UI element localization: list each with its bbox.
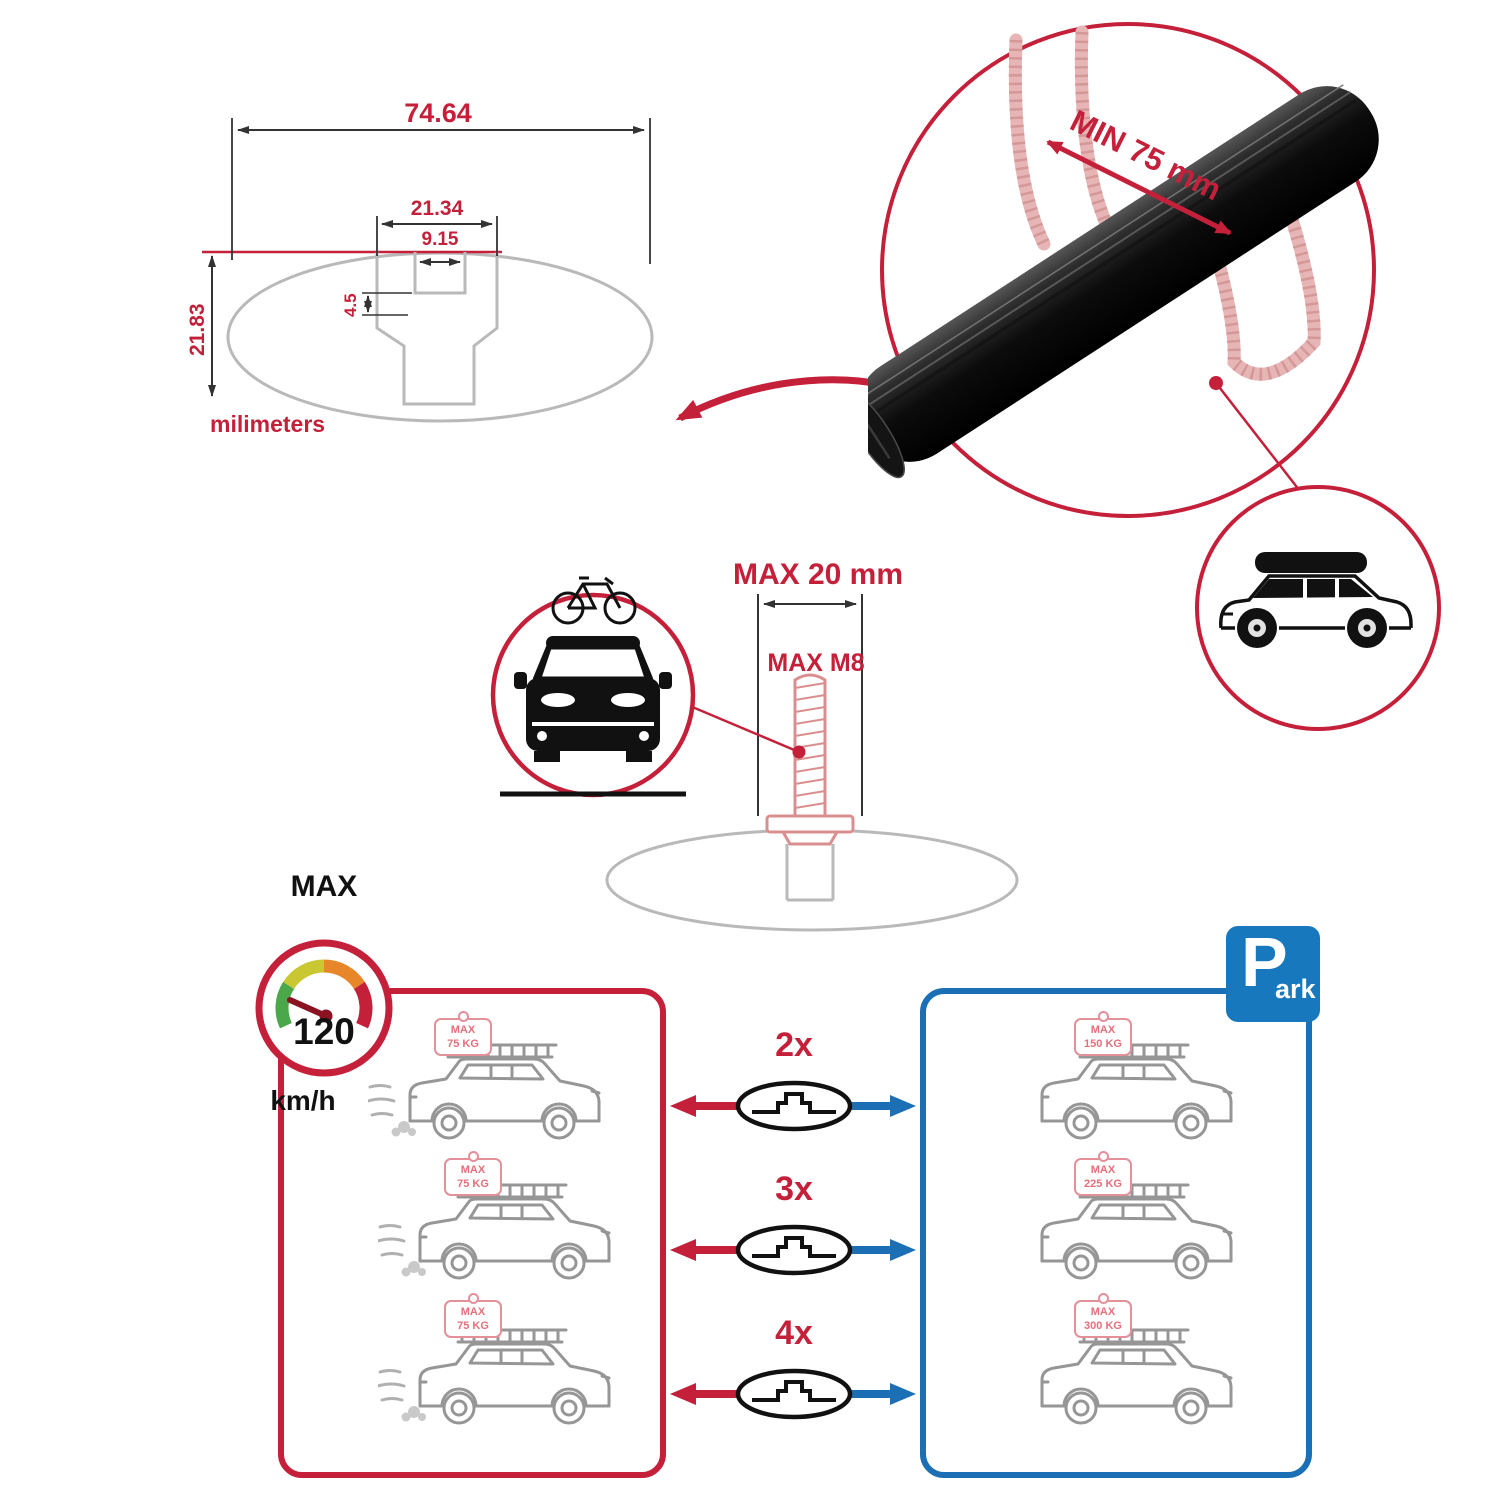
left-arrow-head xyxy=(670,1095,696,1117)
car-front-icon xyxy=(514,636,672,762)
car-moving-icon xyxy=(378,1328,611,1425)
speed-value: 120 xyxy=(293,1011,355,1052)
left-arrow-head xyxy=(670,1239,696,1261)
driving-car-row-1: MAX 75 KG xyxy=(368,1011,618,1146)
bolt-callout-line xyxy=(689,704,800,754)
roof-load-tag: MAX 225 KG xyxy=(1074,1151,1132,1196)
upper-width-label: 21.34 xyxy=(411,197,464,220)
tag-max: MAX xyxy=(1090,1024,1116,1036)
roof-load-tag: MAX 75 KG xyxy=(434,1011,492,1056)
left-arrow-head xyxy=(670,1383,696,1405)
speed-unit: km/h xyxy=(270,1085,336,1116)
total-height-label: 21.83 xyxy=(186,303,209,356)
crossbar-3d xyxy=(868,84,1379,479)
bar-section-icon xyxy=(735,1080,853,1132)
park-sign-suffix: ark xyxy=(1275,974,1316,1004)
u-bolt-right xyxy=(1201,193,1321,381)
tag-max: MAX xyxy=(1090,1306,1116,1318)
tag-weight: 150 KG xyxy=(1084,1037,1122,1050)
roof-load-tag: MAX 75 KG xyxy=(444,1151,502,1196)
parked-load-frame xyxy=(920,988,1312,1478)
tag-weight: 225 KG xyxy=(1084,1177,1122,1190)
tag-weight: 75 KG xyxy=(447,1037,479,1050)
total-width-label: 74.64 xyxy=(404,98,472,128)
bar-cross-section-ellipse xyxy=(226,251,654,423)
bar-count-arrows-2 xyxy=(670,1224,916,1276)
roof-box xyxy=(1255,552,1367,573)
car-moving-icon xyxy=(368,1043,601,1140)
tag-max: MAX xyxy=(460,1164,486,1176)
bar-detail-circle: MIN 75 mm xyxy=(868,22,1379,518)
right-arrow-head xyxy=(890,1239,916,1261)
parked-car-row-2: MAX 225 KG xyxy=(1000,1151,1250,1286)
bar-count-2: 3x xyxy=(775,1170,813,1208)
roof-load-tag: MAX 300 KG xyxy=(1074,1293,1132,1338)
bar-count-arrows-1 xyxy=(670,1080,916,1132)
driving-car-row-2: MAX 75 KG xyxy=(378,1151,628,1286)
roof-load-tag: MAX 150 KG xyxy=(1074,1011,1132,1056)
bolt-diagram xyxy=(490,576,1019,932)
step-depth-label: 4.5 xyxy=(341,293,360,317)
suv-with-roofbox xyxy=(1219,552,1413,648)
right-arrow-head xyxy=(890,1095,916,1117)
min-span-arrow xyxy=(1046,139,1232,236)
bar-section-icon xyxy=(735,1368,853,1420)
dimension-diagram: 74.64 21.34 9.15 4.5 21.83 milimeters xyxy=(186,98,654,437)
bar-section-icon xyxy=(735,1224,853,1276)
slot-width-label: 9.15 xyxy=(422,229,459,250)
suv-roofbox-circle xyxy=(1195,485,1441,731)
parked-car-row-1: MAX 150 KG xyxy=(1000,1011,1250,1146)
tag-max: MAX xyxy=(1090,1164,1116,1176)
bar-count-3: 4x xyxy=(775,1314,813,1352)
tag-weight: 75 KG xyxy=(457,1177,489,1190)
car-moving-icon xyxy=(378,1183,611,1280)
tag-max: MAX xyxy=(450,1024,476,1036)
speedometer-needle xyxy=(287,997,329,1019)
park-sign-letter: P xyxy=(1241,923,1288,1001)
tag-weight: 300 KG xyxy=(1084,1319,1122,1332)
park-sign: P ark xyxy=(1226,923,1320,1022)
t-bolt xyxy=(765,673,855,846)
roof-load-tag: MAX 75 KG xyxy=(444,1293,502,1338)
bar-count-1: 2x xyxy=(775,1026,813,1064)
speed-max-label: MAX xyxy=(290,870,358,903)
bar-count-arrows-3 xyxy=(670,1368,916,1420)
right-arrow-head xyxy=(890,1383,916,1405)
t-slot-profile xyxy=(375,252,499,406)
unit-label: milimeters xyxy=(210,411,325,437)
profile-stem-ghost xyxy=(785,844,835,902)
callout-line xyxy=(1215,382,1311,505)
bolt-max-width-label: MAX 20 mm xyxy=(732,558,904,591)
parked-car-row-3: MAX 300 KG xyxy=(1000,1293,1250,1431)
tag-weight: 75 KG xyxy=(457,1319,489,1332)
tag-max: MAX xyxy=(460,1306,486,1318)
driving-car-row-3: MAX 75 KG xyxy=(378,1293,628,1431)
speedometer-icon xyxy=(255,939,393,1077)
bike-icon xyxy=(551,576,637,625)
bolt-max-thread-label: MAX M8 xyxy=(767,649,865,677)
bolt-callout-dot xyxy=(792,745,806,759)
